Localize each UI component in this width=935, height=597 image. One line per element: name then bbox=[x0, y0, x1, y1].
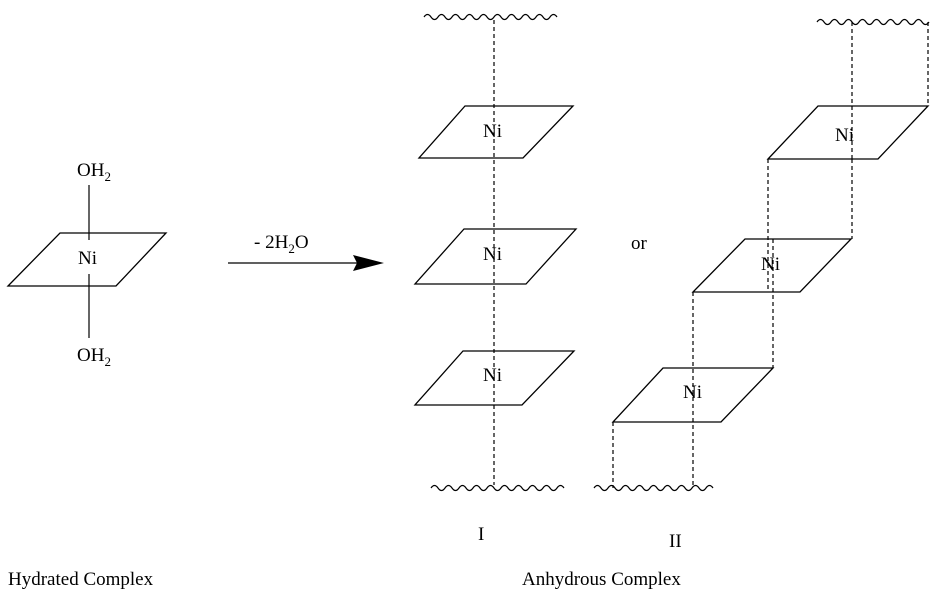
structure-ii-plane-1 bbox=[766, 105, 930, 160]
structure-i-label: I bbox=[478, 524, 484, 545]
structure-ii: Ni Ni Ni II bbox=[593, 18, 930, 552]
structure-ii-wavy-bottom bbox=[593, 484, 714, 492]
or-connector: or bbox=[631, 233, 648, 254]
structure-ii-plane-2 bbox=[691, 238, 853, 293]
structure-i-ni-1: Ni bbox=[483, 121, 502, 142]
anhydrous-caption: Anhydrous Complex bbox=[522, 569, 681, 590]
structure-i-ni-2: Ni bbox=[483, 244, 502, 265]
hydrated-square-plane bbox=[6, 232, 168, 287]
structure-i-plane-2 bbox=[413, 228, 578, 285]
ligand-bottom-label: OH2 bbox=[77, 345, 111, 369]
reaction-arrow: - 2H2O bbox=[228, 232, 384, 271]
structure-ii-dashed-links bbox=[612, 22, 929, 488]
structure-i-wavy-top bbox=[423, 13, 558, 21]
reaction-condition-label: - 2H2O bbox=[254, 232, 309, 256]
structure-ii-wavy-top bbox=[816, 18, 930, 26]
structure-i-wavy-bottom bbox=[430, 484, 565, 492]
arrow-head bbox=[353, 255, 384, 271]
structure-i-plane-3 bbox=[413, 350, 576, 406]
structure-ii-ni-3: Ni bbox=[683, 382, 702, 403]
hydrated-ni-label: Ni bbox=[78, 248, 97, 269]
ligand-top-label: OH2 bbox=[77, 160, 111, 184]
structure-i-ni-3: Ni bbox=[483, 365, 502, 386]
structure-i-plane-1 bbox=[417, 105, 575, 159]
structure-ii-label: II bbox=[669, 531, 682, 552]
structure-ii-ni-2: Ni bbox=[761, 254, 780, 275]
hydrated-complex: Ni OH2 OH2 bbox=[6, 160, 168, 369]
hydrated-caption: Hydrated Complex bbox=[8, 569, 154, 590]
structure-ii-ni-1: Ni bbox=[835, 125, 854, 146]
structure-ii-plane-3 bbox=[611, 367, 775, 423]
structure-i: Ni Ni Ni I bbox=[413, 13, 578, 545]
